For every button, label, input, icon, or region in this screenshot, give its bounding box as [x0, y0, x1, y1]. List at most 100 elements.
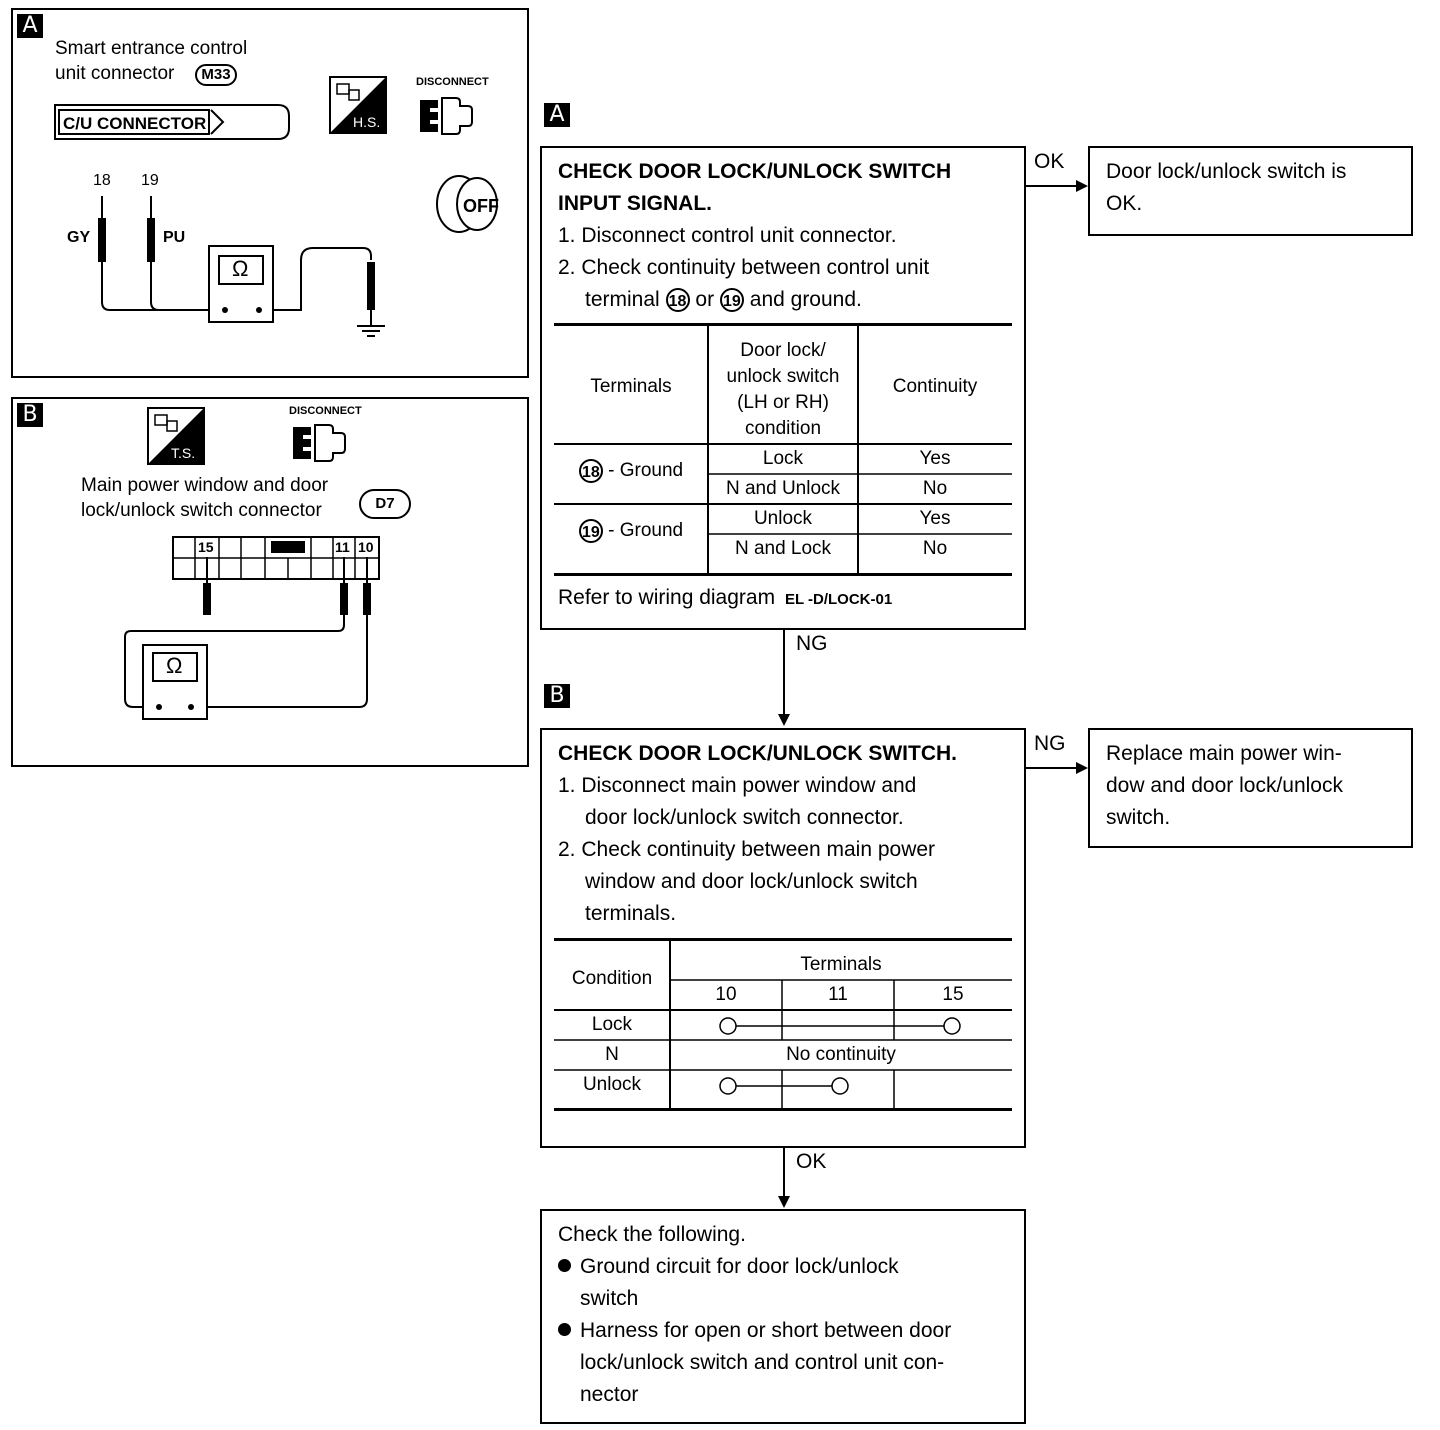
final-bullet1-line1: Ground circuit for door lock/unlock: [580, 1255, 899, 1278]
table-a-row2b-condition: N and Lock: [734, 538, 832, 559]
pin-10-label: 10: [358, 539, 374, 555]
table-a-col-condition-l4: condition: [744, 418, 822, 439]
off-key-icon: OFF: [436, 175, 499, 233]
step-a-step2-line1: 2. Check continuity between control unit: [558, 256, 930, 279]
panel-a-title-line2: unit connector: [55, 63, 175, 84]
ng-result-line1: Replace main power win-: [1106, 742, 1342, 765]
step-b-step2-line3: terminals.: [585, 902, 677, 925]
ohm-symbol-a: Ω: [232, 256, 249, 281]
step-a-step2-line2: terminal 18 or 19 and ground.: [585, 284, 862, 316]
ohmmeter-wiring-a: [98, 196, 385, 337]
table-b-condition-header: Condition: [571, 968, 653, 989]
table-b-bottom-rule: [554, 1108, 1012, 1111]
table-a-row1b-condition: N and Unlock: [725, 478, 841, 499]
table-a-row1a-condition: Lock: [762, 448, 804, 469]
step-a-step2-or: or: [695, 288, 715, 311]
table-a-col-continuity: Continuity: [892, 376, 978, 397]
final-bullet2-line3: nector: [580, 1383, 639, 1406]
panel-b: B T.S. DISCONNECT Main power window and …: [11, 397, 529, 767]
panel-b-title-line2: lock/unlock switch connector: [81, 500, 322, 521]
terminal-18-badge: 18: [665, 288, 690, 313]
step-b-step1-line1: 1. Disconnect main power window and: [558, 774, 917, 797]
refer-wiring-diagram: Refer to wiring diagram EL -D/LOCK-01: [558, 582, 892, 616]
ok-result-line1: Door lock/unlock switch is: [1106, 160, 1347, 183]
panel-b-tag: B: [17, 403, 43, 427]
cu-connector-label: C/U CONNECTOR: [63, 114, 207, 133]
final-check-box: Check the following. Ground circuit for …: [540, 1209, 1026, 1424]
disconnect-icon-b: [293, 424, 346, 462]
ng-result-line3: switch.: [1106, 806, 1171, 829]
table-a-row1-terminal: 18 - Ground: [554, 459, 708, 483]
table-a-col-condition-l3: (LH or RH): [737, 392, 829, 413]
panel-a-title-line1: Smart entrance control: [55, 38, 248, 59]
table-a-row2-num: 19: [578, 519, 603, 543]
ng-result-box: Replace main power win- dow and door loc…: [1088, 728, 1413, 848]
ts-icon: T.S.: [147, 407, 205, 465]
table-a-col-condition-l2: unlock switch: [726, 366, 840, 387]
final-bullet1-line2: switch: [580, 1287, 639, 1310]
ok-arrow-a: [1026, 180, 1088, 192]
ohm-symbol-b: Ω: [166, 653, 183, 678]
panel-b-title-line1: Main power window and door: [81, 475, 329, 496]
step-a-heading-line1: CHECK DOOR LOCK/UNLOCK SWITCH: [558, 160, 952, 183]
ok-arrow-b: [778, 1148, 790, 1208]
table-b-row-lock: Lock: [591, 1014, 633, 1035]
table-b-top-rule: [554, 938, 1012, 941]
bullet-2-icon: [558, 1323, 571, 1336]
ng-label-a: NG: [796, 632, 828, 655]
pin-11-label: 11: [335, 539, 350, 555]
disconnect-label-b: DISCONNECT: [289, 405, 362, 417]
table-a-row1-text: - Ground: [608, 460, 684, 482]
refer-code: EL -D/LOCK-01: [784, 591, 893, 608]
panel-a: A Smart entrance control unit connector …: [11, 8, 529, 378]
ok-result-box: Door lock/unlock switch is OK.: [1088, 146, 1413, 236]
ng-arrow-b: [1026, 762, 1088, 774]
step-a-step2-pre: terminal: [585, 288, 660, 311]
step-b-step1-line2: door lock/unlock switch connector.: [585, 806, 904, 829]
connector-badge-d7: D7: [359, 489, 411, 519]
panel-a-tag: A: [17, 14, 43, 38]
table-b-terminal-11: 11: [828, 984, 848, 1005]
step-b-heading: CHECK DOOR LOCK/UNLOCK SWITCH.: [558, 742, 957, 765]
ok-label-b: OK: [796, 1150, 827, 1173]
connector-badge-m33: M33: [195, 64, 237, 86]
ng-result-line2: dow and door lock/unlock: [1106, 774, 1343, 797]
table-b-row-n: N: [605, 1044, 619, 1065]
table-a-row2a-condition: Unlock: [753, 508, 813, 529]
hs-icon: H.S.: [329, 76, 387, 134]
ng-arrow-a: [778, 630, 790, 726]
disconnect-icon-a: [420, 97, 473, 135]
off-label: OFF: [463, 196, 499, 216]
table-b-terminal-15: 15: [942, 984, 964, 1005]
step-a-box: CHECK DOOR LOCK/UNLOCK SWITCH INPUT SIGN…: [540, 146, 1026, 630]
step-a-heading-line2: INPUT SIGNAL.: [558, 192, 713, 215]
table-a-row2-text: - Ground: [608, 520, 684, 542]
table-a-top-rule: [554, 323, 1012, 326]
table-a-row2b-continuity: No: [922, 538, 948, 559]
table-a-col-terminals: Terminals: [590, 376, 672, 397]
terminal-18-label: 18: [93, 172, 111, 189]
d7-connector-graphic: [124, 536, 380, 720]
table-b-terminal-10: 10: [715, 984, 737, 1005]
disconnect-label-a: DISCONNECT: [416, 76, 489, 88]
terminal-19-badge: 19: [719, 288, 744, 313]
ok-result-line2: OK.: [1106, 192, 1143, 215]
step-b-step2-line2: window and door lock/unlock switch: [585, 870, 918, 893]
step-a-tag: A: [544, 103, 570, 127]
terminal-19-label: 19: [141, 172, 159, 189]
ok-label-a: OK: [1034, 150, 1065, 173]
table-a-row2a-continuity: Yes: [919, 508, 951, 529]
ng-label-b: NG: [1034, 732, 1066, 755]
table-a-col-condition-l1: Door lock/: [740, 340, 826, 361]
step-b-box: CHECK DOOR LOCK/UNLOCK SWITCH. 1. Discon…: [540, 728, 1026, 1148]
step-a-step1: 1. Disconnect control unit connector.: [558, 224, 897, 247]
table-a-row1-num: 18: [578, 459, 603, 483]
table-b-terminals-header: Terminals: [800, 954, 882, 975]
step-b-tag: B: [544, 684, 570, 708]
wire-gy-label: GY: [67, 229, 91, 246]
step-b-step2-line1: 2. Check continuity between main power: [558, 838, 936, 861]
refer-text: Refer to wiring diagram: [558, 586, 776, 609]
step-a-step2-post: and ground.: [749, 288, 862, 311]
table-a-row2-terminal: 19 - Ground: [554, 519, 708, 543]
table-a-row1b-continuity: No: [922, 478, 948, 499]
